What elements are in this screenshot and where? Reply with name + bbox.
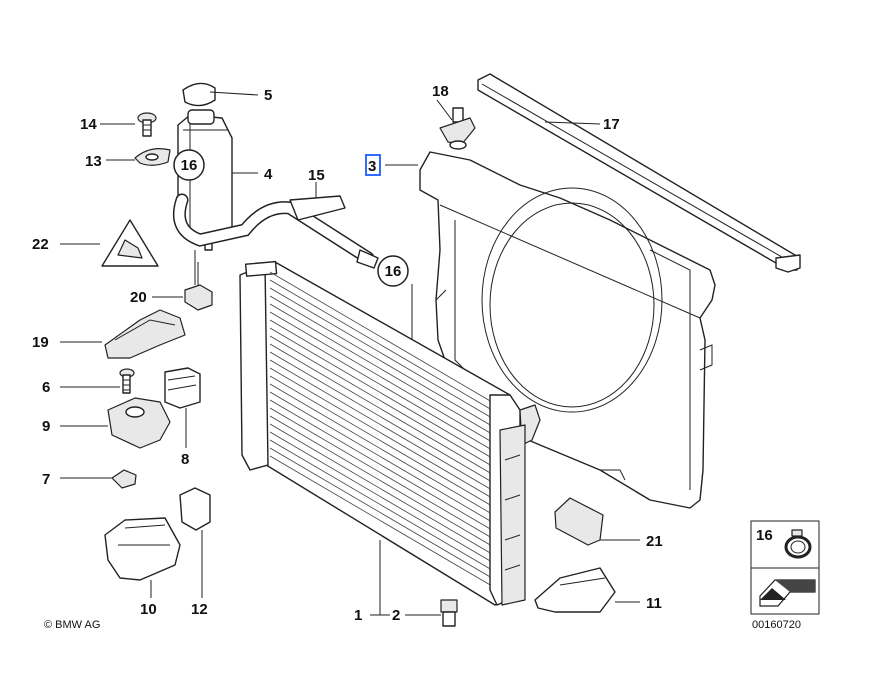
callout-16-tank-label: 16 [181, 157, 198, 174]
callout-22: 22 [32, 236, 49, 253]
callout-6: 6 [42, 379, 50, 396]
radiator-fin [269, 359, 493, 491]
callout-20: 20 [130, 289, 147, 306]
diagram-number: 00160720 [752, 619, 801, 631]
radiator-fin [269, 455, 493, 587]
radiator-fin [269, 415, 493, 547]
radiator [239, 260, 541, 606]
callout-11: 11 [646, 595, 662, 612]
radiator-fin [269, 431, 493, 563]
expansion-tank [177, 82, 233, 285]
bracket-21 [554, 497, 604, 546]
callout-13: 13 [85, 153, 102, 170]
callout-16-tank: 16 [173, 149, 205, 181]
radiator-fin [269, 391, 493, 523]
drain-plug-2 [440, 599, 458, 627]
hose-clamp-icon [784, 529, 812, 559]
radiator-fin [269, 399, 493, 531]
callout-18: 18 [432, 83, 449, 100]
callout-17: 17 [603, 116, 620, 133]
screw-6 [119, 368, 135, 394]
callout-16-radiator: 16 [377, 255, 409, 287]
highlight-box-3 [365, 154, 381, 176]
callout-15: 15 [308, 167, 325, 184]
callout-5: 5 [264, 87, 272, 104]
clip-7 [111, 469, 137, 489]
radiator-fin [269, 319, 493, 451]
buffer-12 [179, 487, 211, 531]
radiator-fin [269, 447, 493, 579]
air-duct-11 [534, 567, 616, 613]
bracket-19 [104, 309, 186, 359]
radiator-fin [269, 407, 493, 539]
radiator-fin [269, 439, 493, 571]
radiator-fin [269, 327, 493, 459]
radiator-fin [269, 383, 493, 515]
bracket-9 [107, 397, 171, 449]
callout-8: 8 [181, 451, 189, 468]
air-duct-10 [104, 517, 181, 581]
callout-21: 21 [646, 533, 663, 550]
legend-16-label: 16 [756, 527, 773, 544]
radiator-fin [269, 311, 493, 443]
leader-lines [60, 91, 640, 616]
callout-10: 10 [140, 601, 157, 618]
radiator-fin [269, 287, 493, 419]
radiator-fin [269, 343, 493, 475]
radiator-fin [269, 423, 493, 555]
screw-14 [137, 112, 157, 137]
expansion-rivet [439, 107, 476, 150]
trim-strip [477, 73, 801, 273]
clip-13 [134, 148, 171, 166]
radiator-fin [269, 303, 493, 435]
callout-14: 14 [80, 116, 97, 133]
callout-3: 3 [368, 158, 376, 175]
radiator-fin [269, 367, 493, 499]
radiator-fin [269, 375, 493, 507]
radiator-fin [269, 351, 493, 483]
warning-label [101, 219, 159, 267]
copyright-text: © BMW AG [44, 619, 100, 631]
rubber-mount-8 [164, 367, 201, 409]
callout-2: 2 [392, 607, 400, 624]
radiator-fin [269, 271, 493, 403]
radiator-fin [269, 279, 493, 411]
callout-19: 19 [32, 334, 49, 351]
diagram-reference-arrow-icon [759, 579, 816, 607]
callout-1: 1 [354, 607, 362, 624]
radiator-fin [269, 335, 493, 467]
callout-7: 7 [42, 471, 50, 488]
coolant-hose [172, 193, 379, 269]
callout-12: 12 [191, 601, 208, 618]
radiator-fins [269, 271, 493, 587]
radiator-fin [269, 295, 493, 427]
legend-box: 16 [750, 520, 820, 615]
callout-9: 9 [42, 418, 50, 435]
callout-4: 4 [264, 166, 273, 183]
callout-16-radiator-label: 16 [385, 263, 402, 280]
holder-20 [184, 262, 213, 311]
